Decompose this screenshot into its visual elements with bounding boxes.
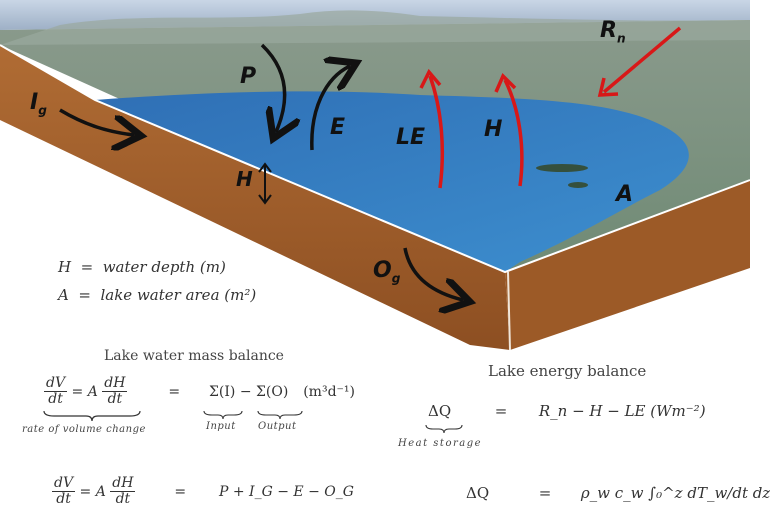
energy-balance-heading: Lake energy balance: [488, 362, 647, 380]
depth-definition: H = water depth (m): [58, 258, 226, 276]
latent-heat-arrow: [428, 75, 445, 189]
output-brace: [257, 410, 303, 420]
net-radiation-arrow: [602, 26, 682, 94]
precipitation-arrow: [260, 43, 285, 132]
surface-edge: [0, 44, 751, 274]
area-definition: A = lake water area (m²): [58, 286, 257, 304]
rate-brace: [43, 410, 141, 422]
net-radiation-arrow-head: [597, 77, 619, 97]
lake-area-label: A: [616, 182, 634, 207]
block-corner: [507, 271, 511, 351]
heat-storage-brace: [425, 424, 463, 434]
groundwater-inflow-arrow: [59, 108, 134, 135]
soil-right-face: [505, 180, 750, 350]
hills: [0, 10, 750, 45]
lake-surface: [95, 91, 689, 272]
sensible-heat-label: H: [484, 117, 503, 142]
mass-balance-heading: Lake water mass balance: [104, 348, 284, 364]
net-radiation-label: Rn: [600, 18, 626, 46]
water-depth-label: H: [236, 167, 253, 191]
groundwater-outflow-arrow: [403, 247, 463, 300]
evaporation-arrow: [310, 66, 350, 151]
island: [568, 182, 588, 188]
output-label: Output: [258, 421, 297, 432]
energy-balance-equation-1: ΔQ = R_n − H − LE (Wm⁻²): [428, 402, 706, 420]
precipitation-label: P: [240, 64, 257, 89]
groundwater-outflow-label: Og: [373, 258, 401, 286]
depth-arrow-head-top: [258, 162, 272, 173]
heat-storage-label: Heat storage: [398, 438, 483, 449]
island: [536, 164, 588, 172]
sensible-heat-arrow-head: [494, 72, 517, 93]
energy-balance-equation-2: ΔQ = ρ_w c_w ∫₀^z dT_w/dt dz: [466, 484, 770, 502]
rate-of-volume-change-label: rate of volume change: [22, 424, 146, 435]
depth-arrow-head-bottom: [258, 194, 272, 205]
latent-heat-arrow-head: [419, 68, 442, 89]
lake-block-diagram: [0, 0, 751, 351]
input-label: Input: [206, 421, 236, 432]
sensible-heat-arrow: [503, 79, 524, 187]
evaporation-label: E: [330, 115, 346, 140]
input-brace: [203, 410, 243, 420]
latent-heat-label: LE: [396, 125, 426, 150]
groundwater-inflow-label: Ig: [30, 90, 47, 118]
